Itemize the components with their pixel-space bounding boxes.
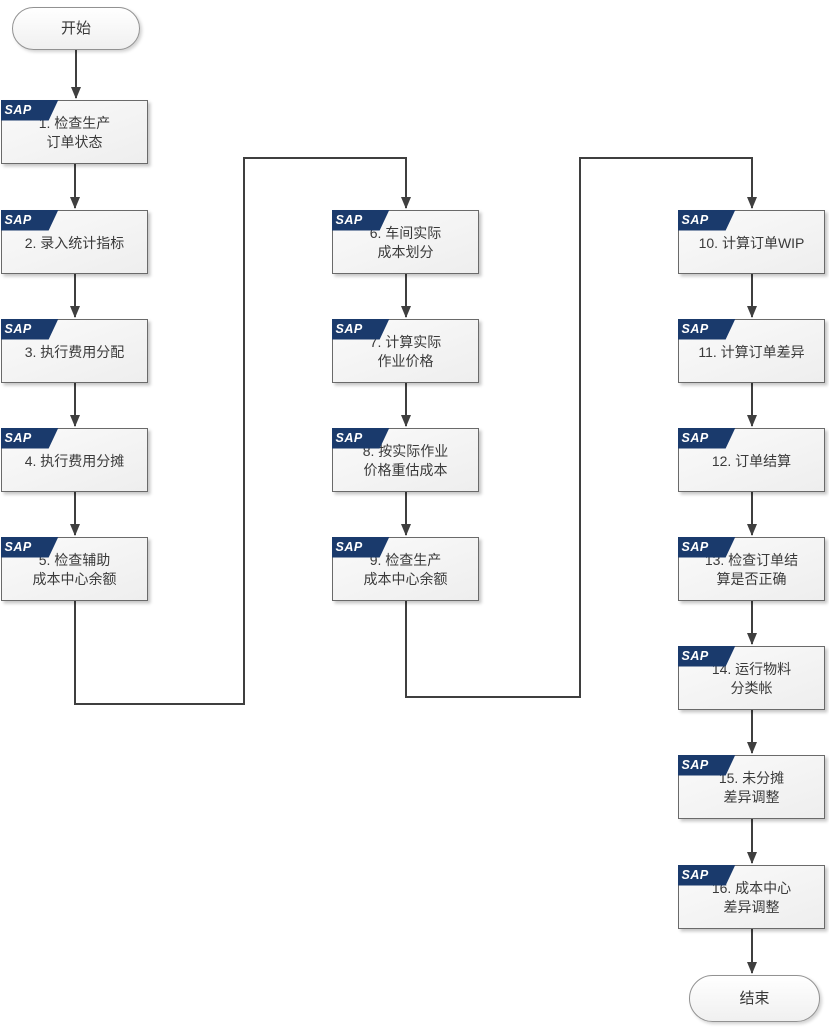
process-node-label: 1. 检查生产 订单状态 [38, 115, 111, 150]
process-node-label: 4. 执行费用分摊 [24, 452, 125, 469]
sap-logo-icon: SAP [677, 318, 736, 340]
process-node-1[interactable]: SAP 1. 检查生产 订单状态 [0, 99, 148, 164]
process-node-14[interactable]: SAP 14. 运行物料 分类帐 [677, 645, 825, 710]
process-node-10[interactable]: SAP 10. 计算订单WIP [677, 209, 825, 274]
sap-logo-icon: SAP [0, 427, 59, 449]
start-node[interactable]: 开始 [12, 7, 140, 50]
sap-logo-icon: SAP [331, 427, 390, 449]
process-node-15[interactable]: SAP 15. 未分摊 差异调整 [677, 754, 825, 819]
process-node-2[interactable]: SAP 2. 录入统计指标 [0, 209, 148, 274]
sap-logo-icon: SAP [677, 427, 736, 449]
process-node-7[interactable]: SAP 7. 计算实际 作业价格 [331, 318, 479, 383]
start-node-label: 开始 [60, 20, 91, 37]
process-node-13[interactable]: SAP 13. 检查订单结 算是否正确 [677, 536, 825, 601]
process-node-label: 11. 计算订单差异 [698, 343, 805, 360]
process-node-label: 10. 计算订单WIP [698, 234, 805, 251]
sap-logo-icon: SAP [331, 318, 390, 340]
process-node-label: 12. 订单结算 [711, 452, 792, 469]
process-node-label: 6. 车间实际 成本划分 [369, 225, 442, 260]
sap-logo-icon: SAP [677, 864, 736, 886]
process-node-9[interactable]: SAP 9. 检查生产 成本中心余额 [331, 536, 479, 601]
process-node-label: 3. 执行费用分配 [24, 343, 125, 360]
process-node-16[interactable]: SAP 16. 成本中心 差异调整 [677, 864, 825, 929]
process-node-label: 13. 检查订单结 算是否正确 [704, 552, 799, 587]
process-node-label: 2. 录入统计指标 [24, 234, 125, 251]
end-node-label: 结束 [739, 990, 770, 1007]
sap-logo-icon: SAP [0, 209, 59, 231]
process-node-label: 14. 运行物料 分类帐 [711, 661, 792, 696]
process-node-12[interactable]: SAP 12. 订单结算 [677, 427, 825, 492]
sap-logo-icon: SAP [677, 536, 736, 558]
process-node-label: 9. 检查生产 成本中心余额 [363, 552, 448, 587]
sap-logo-icon: SAP [0, 318, 59, 340]
process-node-8[interactable]: SAP 8. 按实际作业 价格重估成本 [331, 427, 479, 492]
process-node-3[interactable]: SAP 3. 执行费用分配 [0, 318, 148, 383]
sap-logo-icon: SAP [331, 209, 390, 231]
process-node-label: 15. 未分摊 差异调整 [718, 770, 785, 805]
end-node[interactable]: 结束 [689, 975, 820, 1022]
sap-logo-icon: SAP [0, 99, 59, 121]
sap-logo-icon: SAP [677, 209, 736, 231]
sap-logo-icon: SAP [677, 754, 736, 776]
process-node-label: 5. 检查辅助 成本中心余额 [32, 552, 117, 587]
process-node-11[interactable]: SAP 11. 计算订单差异 [677, 318, 825, 383]
process-node-5[interactable]: SAP 5. 检查辅助 成本中心余额 [0, 536, 148, 601]
sap-logo-icon: SAP [677, 645, 736, 667]
process-node-label: 7. 计算实际 作业价格 [369, 334, 442, 369]
process-node-4[interactable]: SAP 4. 执行费用分摊 [0, 427, 148, 492]
process-node-6[interactable]: SAP 6. 车间实际 成本划分 [331, 209, 479, 274]
sap-logo-icon: SAP [331, 536, 390, 558]
process-node-label: 8. 按实际作业 价格重估成本 [362, 443, 449, 478]
sap-logo-icon: SAP [0, 536, 59, 558]
